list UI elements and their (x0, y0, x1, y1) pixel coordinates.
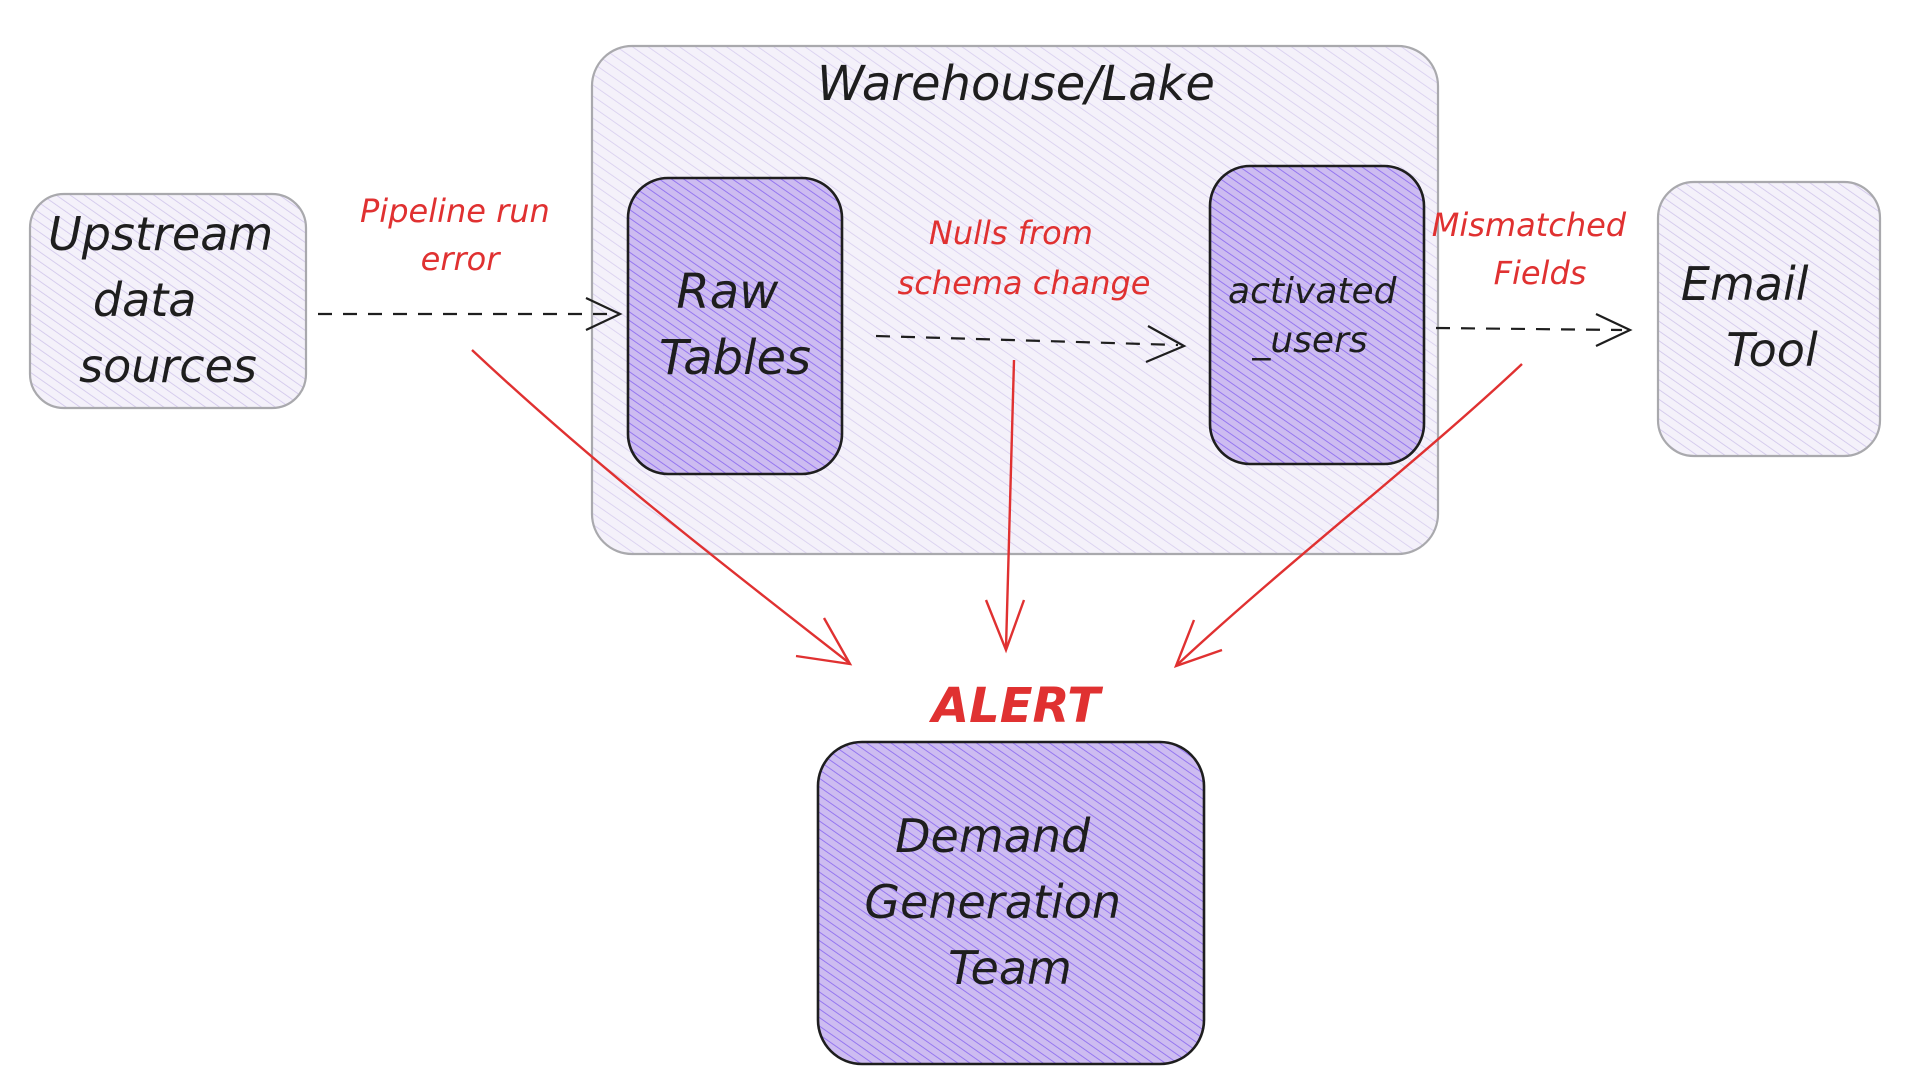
node-raw-tables: Raw Tables (626, 176, 844, 476)
demand-gen-line-1: Demand (895, 809, 1091, 863)
upstream-line-2: data (93, 273, 197, 327)
node-upstream-data-sources: Upstream data sources (28, 192, 308, 410)
edge-label-mismatched-fields: Mismatched Fields (1432, 206, 1637, 292)
raw-tables-line-1: Raw (676, 264, 779, 320)
node-demand-generation-team: Demand Generation Team (816, 740, 1206, 1066)
upstream-line-1: Upstream (48, 207, 273, 261)
flow-arrow-raw-to-activated (875, 325, 1187, 364)
pipeline-error-line-2: error (421, 240, 502, 278)
upstream-line-3: sources (79, 339, 257, 393)
flow-arrow-activated-to-email (1435, 313, 1633, 347)
alert-label: ALERT (928, 678, 1103, 734)
alert-arrow-mismatched (1173, 363, 1523, 668)
node-activated-users: activated _users (1208, 164, 1426, 466)
flow-arrow-upstream-to-raw (318, 297, 623, 331)
svg-text:Raw Tables: Raw Tables (659, 264, 811, 386)
email-tool-line-2: Tool (1726, 323, 1818, 377)
svg-text:Upstream data sour: Upstream data sources (48, 207, 288, 393)
alert-arrow-pipeline (471, 349, 853, 666)
pipeline-error-line-1: Pipeline run (360, 192, 550, 230)
activated-users-line-1: activated (1228, 271, 1398, 312)
nulls-schema-line-1: Nulls from (929, 214, 1093, 252)
activated-users-line-2: _users (1251, 320, 1367, 361)
edge-label-nulls-schema: Nulls from schema change (898, 214, 1151, 302)
mismatched-fields-line-2: Fields (1494, 254, 1587, 292)
warehouse-label: Warehouse/Lake (817, 56, 1215, 112)
edge-label-pipeline-error: Pipeline run error (360, 192, 560, 278)
raw-tables-line-2: Tables (659, 330, 811, 386)
email-tool-line-1: Email (1681, 257, 1809, 311)
demand-gen-line-2: Generation (864, 875, 1121, 929)
demand-gen-line-3: Team (948, 941, 1072, 995)
node-email-tool: Email Tool (1656, 180, 1882, 458)
alert-arrow-nulls (984, 359, 1026, 654)
svg-text:Demand Generation: Demand Generation Team (864, 809, 1135, 995)
nulls-schema-line-2: schema change (898, 264, 1151, 302)
mismatched-fields-line-1: Mismatched (1432, 206, 1627, 244)
svg-text:activated _users: activated _users (1228, 271, 1408, 361)
svg-text:Email Tool: Email Tool (1681, 257, 1823, 377)
